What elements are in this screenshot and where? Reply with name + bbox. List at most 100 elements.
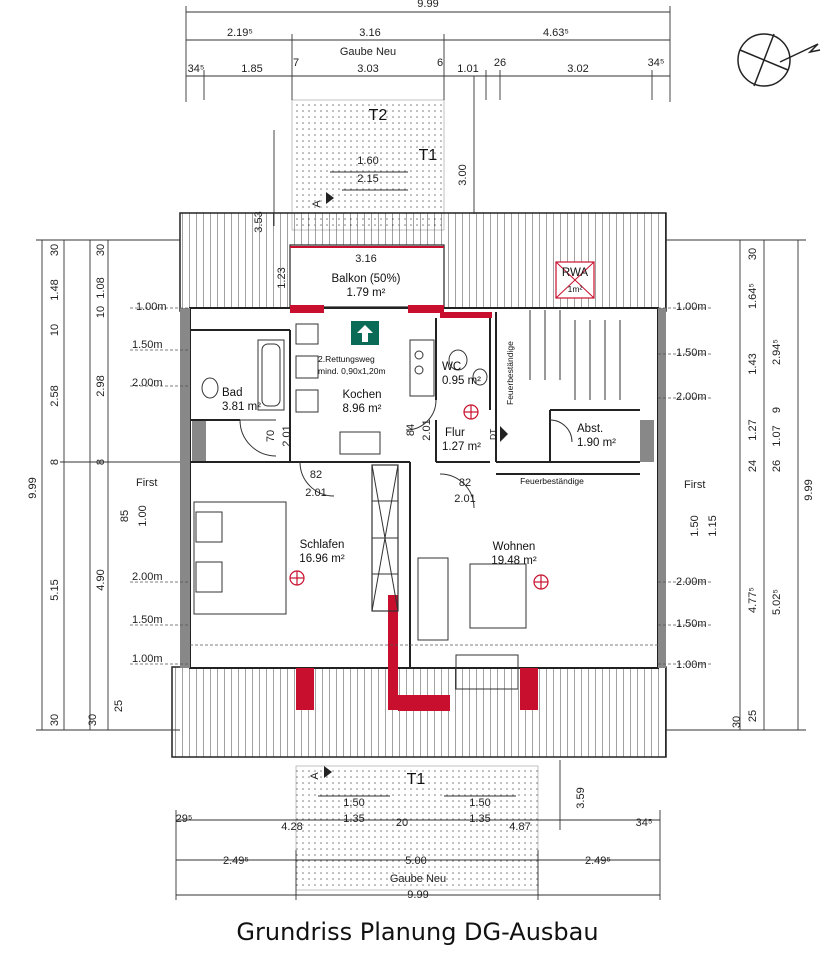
dim-bot-w150a: 1.50 xyxy=(343,797,364,809)
room-schlafen-name: Schlafen xyxy=(300,539,345,551)
first-right-label: First xyxy=(684,479,705,491)
room-rwa-area: 1m² xyxy=(568,284,583,294)
feuerbestaendig-stair: Feuerbeständige xyxy=(505,341,515,405)
level-right-2: 2.00m xyxy=(676,391,707,403)
dim-bad-door-a: 70 xyxy=(265,430,277,442)
dt-label: DT xyxy=(488,429,498,440)
door-swings xyxy=(239,399,573,509)
dim-top-total: 9.99 xyxy=(417,0,438,10)
room-bad-name: Bad xyxy=(222,387,242,399)
dim-top-r2-7: 3.02 xyxy=(567,63,588,75)
room-kochen-area: 8.96 m² xyxy=(343,403,382,415)
dim-left-c2-4: 8 xyxy=(95,459,107,465)
dim-right-total: 9.99 xyxy=(803,479,815,500)
dim-left-c2-3: 2.98 xyxy=(95,375,107,396)
dim-top-r2-8: 34⁵ xyxy=(648,57,665,69)
dim-right-c2-5: 25 xyxy=(747,710,759,722)
room-schlafen-area: 16.96 m² xyxy=(299,553,345,565)
dim-left-c1-5: 5.15 xyxy=(49,579,61,600)
level-right-5: 1.00m xyxy=(676,659,707,671)
dim-bot-r1-1: 4.28 xyxy=(281,821,302,833)
level-right-0: 1.00m xyxy=(676,301,707,313)
room-flur-name: Flur xyxy=(445,427,465,439)
dormer-bottom xyxy=(295,765,539,891)
t1-top-label: T1 xyxy=(419,147,438,164)
dim-bot-r1-2: 20 xyxy=(396,817,408,829)
dim-top-r2-5: 1.01 xyxy=(457,63,478,75)
dim-right-c2-4: 5.02⁵ xyxy=(771,589,783,615)
level-lines xyxy=(130,307,712,665)
dim-left-c2-0: 30 xyxy=(95,244,107,256)
level-left-1: 1.50m xyxy=(132,339,163,351)
dim-right-c1-5: 4.77⁵ xyxy=(747,587,759,613)
dim-schl-door-a: 82 xyxy=(310,469,322,481)
dim-left-c1-1: 1.48 xyxy=(49,279,61,300)
dim-left-c1-0: 30 xyxy=(49,244,61,256)
dim-top-r2-3: 3.03 xyxy=(357,63,378,75)
brh-right-150: 1.50 xyxy=(689,515,701,536)
room-abst-area: 1.90 m² xyxy=(577,437,616,449)
dim-right-c1-3: 1.27 xyxy=(747,419,759,440)
brh-right-115: 1.15 xyxy=(707,515,719,536)
section-a-bottom: A xyxy=(309,772,321,780)
dim-right-c2-3: 26 xyxy=(771,460,783,472)
exit-sign-icon xyxy=(351,321,379,345)
gaube-bottom-label: Gaube Neu xyxy=(390,873,446,885)
dim-right-c2-0: 2.94⁵ xyxy=(771,339,783,365)
room-wohnen-name: Wohnen xyxy=(493,541,536,553)
room-wc-area: 0.95 m² xyxy=(442,375,481,387)
dim-right-c1-1: 1.64⁵ xyxy=(747,283,759,309)
dim-bot-w135a: 1.35 xyxy=(343,813,364,825)
feuerbestaendig-wall: Feuerbeständige xyxy=(520,476,584,486)
dim-diag: 3.53 xyxy=(253,211,265,232)
level-left-2: 2.00m xyxy=(132,377,163,389)
dim-right-c1-0: 30 xyxy=(747,248,759,260)
dim-left-c1-6: 30 xyxy=(49,714,61,726)
dim-left-total: 9.99 xyxy=(27,477,39,498)
dim-right-c2-1: 9 xyxy=(771,407,783,413)
dormer-top xyxy=(291,99,445,231)
dim-bot-r1-4: 34⁵ xyxy=(636,817,653,829)
t2-label: T2 xyxy=(369,107,388,124)
room-balkon-name: Balkon (50%) xyxy=(331,273,400,285)
plan-caption: Grundriss Planung DG-Ausbau xyxy=(236,918,599,946)
dim-top-r1-b: 3.16 xyxy=(359,27,380,39)
section-a-top: A xyxy=(311,200,323,208)
brh-left-100: 1.00 xyxy=(137,505,149,526)
north-arrow-icon xyxy=(737,33,821,87)
light-outlet-icons xyxy=(289,404,549,590)
dim-left-c2-2: 10 xyxy=(95,306,107,318)
first-left-label: First xyxy=(136,477,157,489)
t1-bottom-label: T1 xyxy=(407,771,426,788)
level-left-0: 1.00m xyxy=(136,301,167,313)
dim-top-r2-6: 26 xyxy=(494,57,506,69)
room-wohnen-area: 19.48 m² xyxy=(491,555,537,567)
room-flur-area: 1.27 m² xyxy=(442,441,481,453)
level-right-3: 2.00m xyxy=(676,576,707,588)
dimension-lines xyxy=(36,6,806,900)
dim-left-c2-5: 4.90 xyxy=(95,569,107,590)
red-walls xyxy=(290,305,538,711)
dim-bot-r2-0: 2.49⁵ xyxy=(223,855,249,867)
brh-left-85: 85 xyxy=(119,510,131,522)
dim-right-c2-2: 1.07 xyxy=(771,425,783,446)
dim-right-c1-6: 30 xyxy=(731,716,743,728)
roof-bottom xyxy=(171,666,667,758)
dim-gaube-w1: 1.60 xyxy=(357,155,378,167)
dim-top-r1-c: 4.63⁵ xyxy=(543,27,569,39)
balkon-side: 1.23 xyxy=(276,267,288,288)
dim-bad-door-b: 2.01 xyxy=(281,425,293,446)
dim-schl-door-b: 2.01 xyxy=(305,487,326,499)
fixtures xyxy=(193,310,621,690)
dim-top-r2-4: 6 xyxy=(437,57,443,69)
dim-bot-depth: 3.59 xyxy=(575,787,587,808)
dim-bot-r1-3: 4.87 xyxy=(509,821,530,833)
dim-left-c1-4: 8 xyxy=(49,459,61,465)
interior-floor xyxy=(189,307,659,669)
level-right-4: 1.50m xyxy=(676,618,707,630)
level-left-3: 2.00m xyxy=(132,571,163,583)
dim-bot-w135b: 1.35 xyxy=(469,813,490,825)
level-left-5: 1.00m xyxy=(132,653,163,665)
dim-wc-door-a: 84 xyxy=(405,424,417,436)
